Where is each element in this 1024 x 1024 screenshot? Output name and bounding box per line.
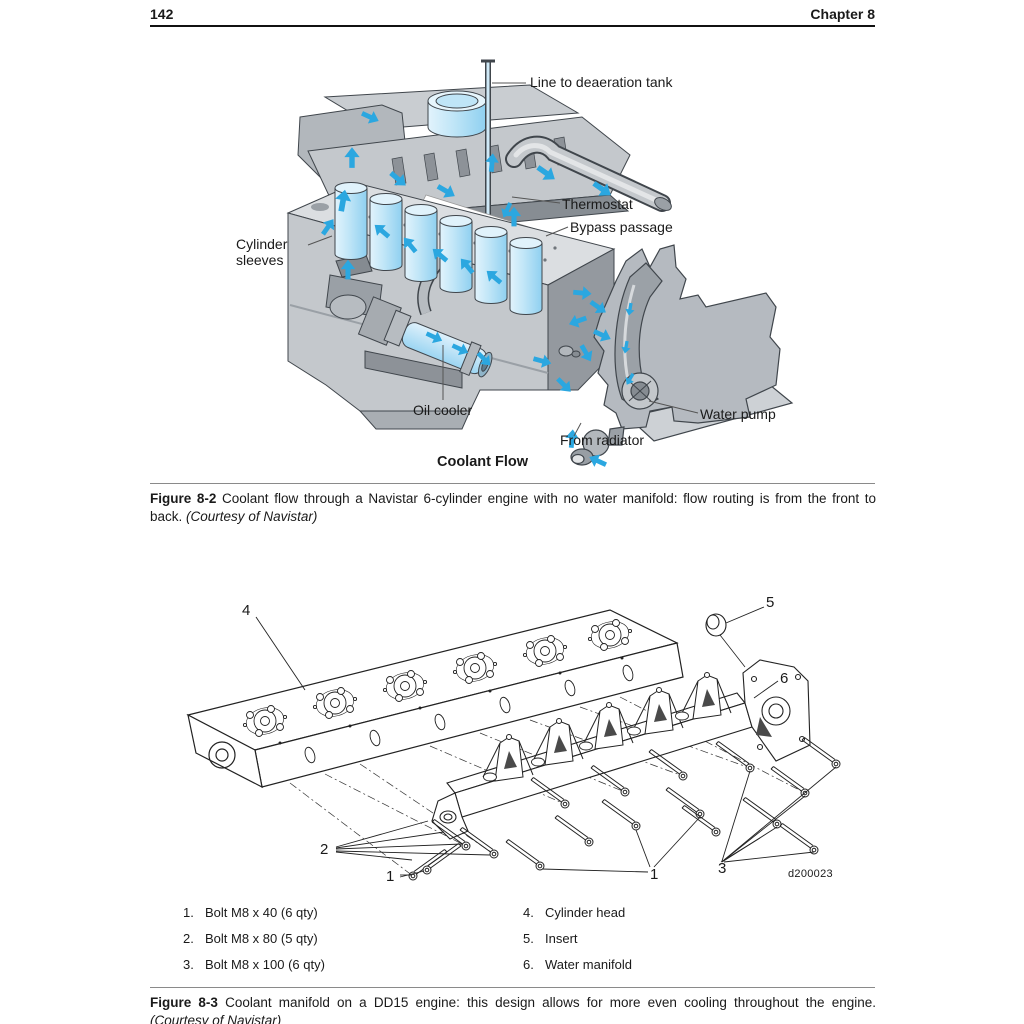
caption-rule [150,987,875,988]
legend-item: 6. Water manifold [523,957,632,973]
coolant-manifold-drawing [186,606,841,881]
drawing-code: d200023 [788,868,833,880]
legend-item: 4. Cylinder head [523,905,632,921]
figure1-title: Coolant Flow [436,454,528,470]
legend-label: Insert [545,931,578,946]
figure-8-2-illustration: Line to deaeration tank Thermostat Bypas… [230,55,800,475]
label-thermostat: Thermostat [562,196,633,212]
legend-num: 2. [183,931,194,946]
caption-label: Figure 8-2 [150,491,217,506]
legend-item: 3. Bolt M8 x 100 (6 qty) [183,957,325,973]
legend-label: Bolt M8 x 100 (6 qty) [205,957,325,972]
caption-rule [150,483,875,484]
label-water-pump: Water pump [700,406,776,422]
page-number: 142 [150,6,174,22]
figure2-legend-right: 4. Cylinder head 5. Insert 6. Water mani… [523,905,632,983]
label-oil-cooler: Oil cooler [413,402,473,418]
water-pump [570,244,794,466]
figure-8-2-caption: Figure 8-2 Coolant flow through a Navist… [150,490,876,525]
cylinder-sleeves-group [334,182,543,315]
header-rule [150,25,875,27]
water-manifold-lineart [431,659,811,840]
cylinder-sleeve [334,182,368,260]
figure1-leader-lines [307,82,699,437]
label-cylinder-sleeves: Cylinder sleeves [236,236,288,268]
legend-num: 1. [183,905,194,920]
legend-label: Cylinder head [545,905,626,920]
caption-text: Coolant manifold on a DD15 engine: this … [225,995,876,1010]
legend-item: 5. Insert [523,931,632,947]
cylinder-sleeve [439,215,473,293]
deaeration-port-cap [427,90,487,138]
caption-text: Coolant flow through a Navistar 6-cylind… [150,491,876,524]
engine-coolant-flow-drawing [286,59,794,471]
cylinder-sleeve [509,237,543,315]
legend-num: 5. [523,931,534,946]
outlet-elbow-pipe [505,135,672,212]
cylinder-sleeve [474,226,508,304]
caption-label: Figure 8-3 [150,995,218,1010]
callout-4: 4 [242,602,251,619]
callout-5: 5 [766,594,775,611]
figure-8-3-caption: Figure 8-3 Coolant manifold on a DD15 en… [150,994,876,1024]
legend-num: 6. [523,957,534,972]
legend-num: 4. [523,905,534,920]
legend-label: Bolt M8 x 80 (5 qty) [205,931,318,946]
cylinder-head-lineart [186,609,684,789]
legend-num: 3. [183,957,194,972]
figure2-leader-lines [255,606,837,878]
label-bypass-passage: Bypass passage [570,219,673,235]
chapter-title: Chapter 8 [810,6,875,22]
legend-label: Water manifold [545,957,632,972]
legend-item: 1. Bolt M8 x 40 (6 qty) [183,905,325,921]
callout-1b: 1 [650,866,659,883]
callout-2: 2 [320,841,329,858]
callout-3: 3 [718,860,727,877]
label-from-radiator: From radiator [560,432,645,448]
insert-part [705,613,746,668]
caption-courtesy: (Courtesy of Navistar) [186,508,318,524]
figure-8-3-illustration: 4 5 6 2 1 1 3 d200023 [160,555,860,905]
caption-courtesy: (Courtesy of Navistar) [150,1012,282,1024]
label-line-to-deaeration-tank: Line to deaeration tank [530,74,673,90]
callout-6: 6 [780,670,789,687]
cylinder-sleeve [404,204,438,282]
figure2-legend-left: 1. Bolt M8 x 40 (6 qty) 2. Bolt M8 x 80 … [183,905,325,983]
legend-label: Bolt M8 x 40 (6 qty) [205,905,318,920]
callout-1a: 1 [386,868,395,885]
legend-item: 2. Bolt M8 x 80 (5 qty) [183,931,325,947]
